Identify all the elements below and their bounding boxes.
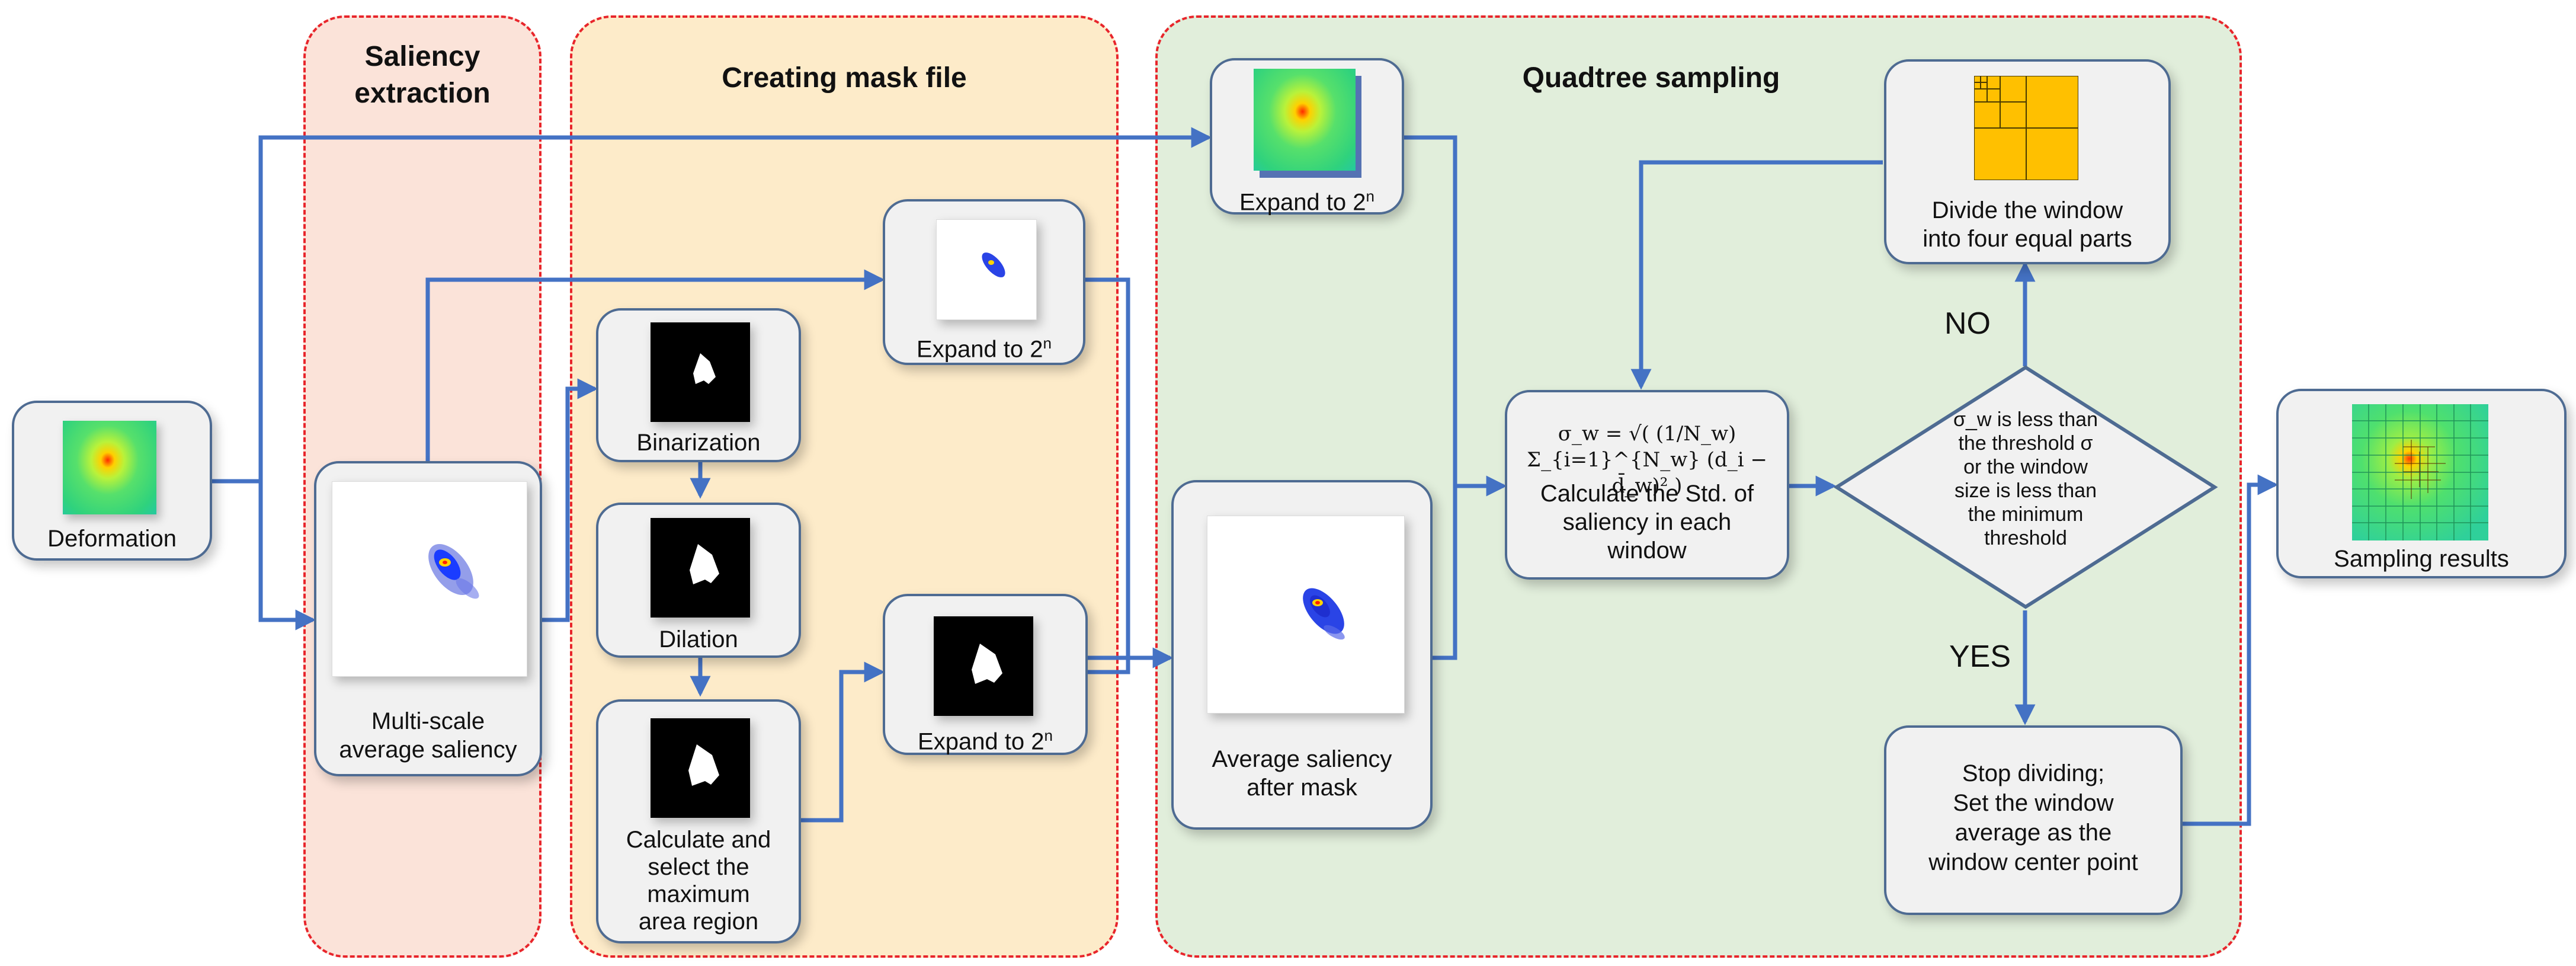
- calc-region-line2: select the: [648, 854, 749, 880]
- arrow-expand-mid-down: [1085, 277, 1130, 660]
- expand-mid-label: Expand to 2n: [889, 330, 1079, 363]
- sampling-results-node: Sampling results: [2276, 389, 2567, 578]
- expand-low-image: [934, 616, 1033, 716]
- deformation-map-image: [63, 421, 156, 514]
- expand-low-blob-graphic: [972, 644, 1002, 684]
- stop-line4: window center point: [1928, 849, 2138, 875]
- stop-line1: Stop dividing;: [1962, 760, 2105, 786]
- calc-std-node: σ_w = √( (1/N_w) Σ_{i=1}^{N_w} (d_i − d̄…: [1505, 390, 1789, 580]
- arrow-expand-top-to-std: [1404, 135, 1507, 497]
- decision-line6: threshold: [1984, 527, 2067, 549]
- calc-std-line1: Calculate the Std. of: [1540, 481, 1754, 507]
- calc-region-node: Calculate and select the maximum area re…: [596, 699, 801, 943]
- masked-blob-graphic: [1303, 588, 1345, 640]
- expand-low-sup: n: [1044, 727, 1053, 744]
- expand-low-text: Expand to 2: [918, 728, 1045, 755]
- decision-line5: the minimum: [1968, 503, 2084, 526]
- saliency-panel-title-line2: extraction: [354, 78, 491, 109]
- expand-mid-node: Expand to 2n: [883, 199, 1085, 365]
- arrow-deformation-to-expand-top: [258, 127, 1212, 481]
- masked-saliency-image: [1207, 516, 1405, 714]
- expand-top-sup: n: [1366, 187, 1374, 205]
- calc-region-line3: maximum: [647, 881, 750, 907]
- divide-window-node: Divide the window into four equal parts: [1884, 59, 2171, 264]
- saliency-blob-graphic: [428, 543, 479, 599]
- decision-diamond: [1833, 365, 2218, 609]
- expand-top-text: Expand to 2: [1239, 189, 1366, 216]
- avg-after-mask-line2: after mask: [1247, 775, 1357, 801]
- arrow-divide-loop-back: [1630, 160, 1883, 390]
- decision-line2: the threshold σ: [1958, 432, 2093, 455]
- divide-line2: into four equal parts: [1923, 226, 2132, 252]
- stop-line3: average as the: [1955, 820, 2112, 846]
- sampling-grid-graphic: [2352, 404, 2488, 540]
- mask-panel-title: Creating mask file: [722, 62, 967, 94]
- expand-mid-blob-graphic: [982, 252, 1005, 277]
- deformation-node: Deformation: [12, 401, 212, 561]
- calc-std-line2: saliency in each: [1562, 509, 1732, 535]
- quadtree-panel-title: Quadtree sampling: [1522, 62, 1780, 94]
- sampling-label: Sampling results: [2334, 546, 2509, 572]
- decision-line1: σ_w is less than: [1953, 408, 2098, 431]
- max-region-mask-image: [651, 718, 750, 818]
- expand-mid-sup: n: [1043, 334, 1052, 352]
- no-branch-label: NO: [1944, 306, 1991, 341]
- expand-low-node: Expand to 2n: [883, 594, 1088, 755]
- multiscale-label-line2: average saliency: [339, 737, 517, 763]
- yes-branch-label: YES: [1949, 639, 2011, 674]
- calc-region-line1: Calculate and: [626, 827, 771, 853]
- dilation-label: Dilation: [659, 626, 738, 652]
- expand-mid-image: [936, 219, 1037, 320]
- dilation-node: Dilation: [596, 503, 801, 658]
- calc-std-line3: window: [1607, 538, 1687, 564]
- deformation-label: Deformation: [47, 526, 177, 552]
- multiscale-label-line1: Multi-scale: [371, 708, 485, 734]
- arrow-multiscale-to-binarization: [542, 378, 598, 622]
- binarization-mask-image: [651, 322, 750, 422]
- saliency-map-image: [332, 481, 527, 677]
- decision-line3: or the window: [1963, 456, 2088, 478]
- arrow-expand-low-right: [1088, 647, 1174, 674]
- arrow-avg-to-std: [1433, 486, 1457, 660]
- dilated-blob-graphic: [690, 544, 719, 584]
- stop-dividing-node: Stop dividing; Set the window average as…: [1884, 725, 2183, 915]
- avg-after-mask-line1: Average saliency: [1212, 746, 1392, 772]
- multiscale-saliency-node: Multi-scale average saliency: [314, 461, 542, 776]
- stop-line2: Set the window: [1953, 790, 2114, 816]
- expand-low-label: Expand to 2n: [889, 722, 1082, 755]
- arrow-multiscale-to-expand-mid: [425, 269, 885, 461]
- calc-region-line4: area region: [638, 909, 759, 935]
- divide-line1: Divide the window: [1931, 197, 2123, 223]
- expand-top-node: Expand to 2n: [1210, 58, 1404, 215]
- expand-top-image: [1254, 69, 1356, 171]
- expand-top-label: Expand to 2n: [1216, 183, 1398, 216]
- quadtree-grid-icon: [1974, 76, 2078, 180]
- binarization-node: Binarization: [596, 308, 801, 462]
- binarization-label: Binarization: [636, 430, 761, 456]
- arrow-stop-to-sampling: [2183, 474, 2279, 826]
- decision-line4: size is less than: [1955, 479, 2097, 502]
- arrow-calc-to-expand-low: [801, 661, 885, 823]
- binary-blob-graphic: [693, 353, 716, 384]
- decision-text: σ_w is less than the threshold σ or the …: [1940, 408, 2112, 550]
- saliency-panel-title-line1: Saliency: [364, 41, 480, 72]
- sampling-grid-image: [2352, 404, 2488, 540]
- expand-mid-text: Expand to 2: [917, 336, 1043, 363]
- arrow-deformation-to-multiscale: [258, 481, 316, 631]
- region-blob-graphic: [688, 744, 719, 786]
- dilation-mask-image: [651, 518, 750, 618]
- sigma-formula: σ_w = √( (1/N_w) Σ_{i=1}^{N_w} (d_i − d̄…: [1527, 422, 1767, 498]
- avg-after-mask-node: Average saliency after mask: [1171, 480, 1433, 830]
